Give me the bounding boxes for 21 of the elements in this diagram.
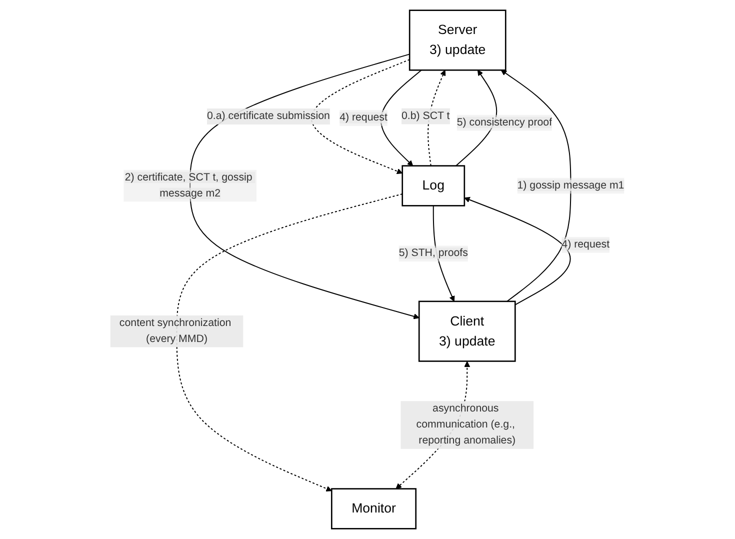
arrow <box>311 59 410 174</box>
arrow <box>380 70 422 166</box>
edge-label: 1) gossip message m1 <box>517 180 624 192</box>
edge-label: 4) request <box>562 238 610 250</box>
arrow <box>176 193 404 492</box>
node-box: Monitor <box>331 488 417 530</box>
node-box: Log <box>402 165 466 206</box>
edge-label: 0.a) certificate submission <box>207 110 330 122</box>
edge-label: 2) certificate, SCT t, gossip message m2 <box>125 172 253 200</box>
edge-label: 5) STH, proofs <box>399 248 468 259</box>
edge-label: asynchronous communication (e.g., reporting anomalies) <box>416 403 516 446</box>
arrow <box>190 54 420 320</box>
edge-label: 4) request <box>340 112 388 124</box>
arrow <box>501 70 572 302</box>
node-box: Client 3) update <box>418 300 516 362</box>
edge-label: 0.b) SCT t <box>402 110 450 122</box>
arrow <box>464 196 571 306</box>
edge-label: content synchronization (every MMD) <box>120 317 232 345</box>
edge-label: 5) consistency proof <box>457 116 552 128</box>
arrow <box>456 70 498 166</box>
node-box: Server 3) update <box>409 10 507 71</box>
